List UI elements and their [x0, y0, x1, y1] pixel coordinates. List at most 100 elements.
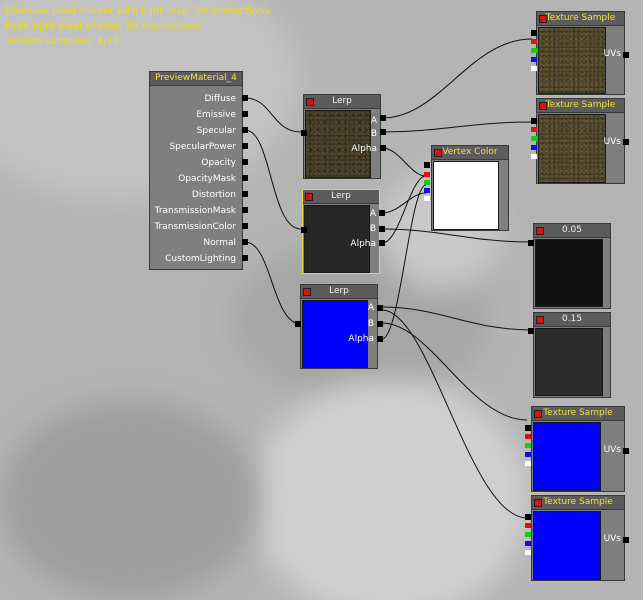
pin-label-alpha: Alpha	[350, 239, 376, 249]
texture-output-pin[interactable]	[525, 550, 531, 555]
vertex-color-preview	[433, 161, 499, 230]
vertex-color-output-pin[interactable]	[424, 188, 430, 193]
texture-output-pin[interactable]	[525, 532, 531, 537]
material-input-pin[interactable]	[242, 111, 248, 117]
texture-output-pin[interactable]	[525, 434, 531, 439]
material-input-label: SpecularPower	[169, 142, 236, 152]
material-input-pin[interactable]	[242, 127, 248, 133]
lerp-input-pin[interactable]	[377, 321, 383, 327]
material-input-label: OpacityMask	[178, 174, 236, 184]
material-input-pin[interactable]	[242, 255, 248, 261]
texture-output-pin[interactable]	[525, 452, 531, 457]
lerp-input-pin[interactable]	[380, 145, 386, 151]
uvs-input-pin[interactable]	[623, 139, 629, 145]
uvs-input-pin[interactable]	[623, 537, 629, 543]
texture-output-pin[interactable]	[525, 425, 531, 431]
wire-tex4-lerp3	[381, 309, 528, 519]
texture-output-pin[interactable]	[525, 541, 531, 546]
texture-sample-title: Texture Sample	[532, 407, 624, 421]
texture-output-pin[interactable]	[531, 39, 537, 44]
uvs-pin-label: UVs	[603, 534, 621, 544]
preview-toggle-icon[interactable]	[536, 316, 544, 324]
lerp-input-pin[interactable]	[380, 115, 386, 121]
texture-sample-node-1[interactable]: Texture Sample UVs	[536, 11, 625, 95]
lerp-input-pin[interactable]	[377, 305, 383, 311]
lerp-input-pin[interactable]	[380, 129, 386, 135]
material-input-pin[interactable]	[242, 175, 248, 181]
material-input-label: Diffuse	[204, 94, 236, 104]
uvs-pin-label: UVs	[603, 445, 621, 455]
preview-toggle-icon[interactable]	[539, 15, 547, 23]
texture-output-pin[interactable]	[531, 145, 537, 150]
material-input-pin[interactable]	[242, 223, 248, 229]
texture-output-pin[interactable]	[531, 57, 537, 62]
texture-sample-node-2[interactable]: Texture Sample UVs	[536, 98, 625, 184]
preview-toggle-icon[interactable]	[305, 193, 313, 201]
material-input-pin[interactable]	[242, 191, 248, 197]
constant-output-pin[interactable]	[528, 240, 534, 246]
vertex-color-output-pin[interactable]	[424, 172, 430, 177]
lerp-output-pin[interactable]	[295, 321, 301, 327]
material-input-label: TransmissionMask	[154, 206, 236, 216]
material-input-pin[interactable]	[242, 95, 248, 101]
material-input-pin[interactable]	[242, 239, 248, 245]
texture-output-pin[interactable]	[525, 461, 531, 466]
texture-sample-title: Texture Sample	[532, 496, 624, 510]
preview-toggle-icon[interactable]	[534, 499, 542, 507]
lerp-input-pin[interactable]	[377, 336, 383, 342]
preview-toggle-icon[interactable]	[536, 227, 544, 235]
lerp-node-title: Lerp	[303, 190, 379, 204]
lerp-input-pin[interactable]	[379, 210, 385, 216]
vertex-color-output-pin[interactable]	[424, 196, 430, 201]
material-input-pin[interactable]	[242, 159, 248, 165]
preview-toggle-icon[interactable]	[539, 102, 547, 110]
vertex-color-output-pin[interactable]	[424, 162, 430, 168]
lerp-output-pin[interactable]	[301, 227, 307, 233]
texture-output-pin[interactable]	[525, 523, 531, 528]
pin-label-a: A	[370, 116, 377, 126]
pin-label-alpha: Alpha	[348, 334, 374, 344]
texture-sample-node-3[interactable]: Texture Sample UVs	[531, 406, 625, 492]
lerp-input-pin[interactable]	[379, 226, 385, 232]
vertex-color-node[interactable]: Vertex Color	[431, 145, 509, 231]
texture-output-pin[interactable]	[531, 30, 537, 36]
lerp-output-pin[interactable]	[301, 130, 307, 136]
material-input-label: Opacity	[201, 158, 236, 168]
lerp-preview	[305, 110, 371, 178]
background-shading	[250, 380, 530, 600]
material-input-label: TransmissionColor	[154, 222, 236, 232]
texture-output-pin[interactable]	[531, 48, 537, 53]
texture-preview	[538, 27, 606, 94]
texture-output-pin[interactable]	[531, 127, 537, 132]
texture-preview	[538, 114, 606, 183]
texture-output-pin[interactable]	[531, 136, 537, 141]
lerp-node-2[interactable]: Lerp A B Alpha	[302, 189, 380, 274]
texture-output-pin[interactable]	[525, 443, 531, 448]
preview-toggle-icon[interactable]	[434, 149, 442, 157]
constant-node-005[interactable]: 0.05	[533, 223, 611, 309]
constant-output-pin[interactable]	[528, 328, 534, 334]
texture-sample-node-4[interactable]: Texture Sample UVs	[531, 495, 625, 581]
material-input-pin[interactable]	[242, 207, 248, 213]
texture-output-pin[interactable]	[531, 66, 537, 71]
texture-output-pin[interactable]	[531, 118, 537, 124]
lerp-preview	[304, 205, 370, 273]
uvs-input-pin[interactable]	[623, 52, 629, 58]
constant-preview	[535, 328, 603, 396]
uvs-input-pin[interactable]	[623, 448, 629, 454]
vertex-color-output-pin[interactable]	[424, 180, 430, 185]
preview-toggle-icon[interactable]	[534, 410, 542, 418]
lerp-node-3[interactable]: Lerp A B Alpha	[300, 284, 378, 369]
preview-toggle-icon[interactable]	[303, 288, 311, 296]
texture-output-pin[interactable]	[531, 154, 537, 159]
material-input-label: Distortion	[191, 190, 236, 200]
lerp-node-1[interactable]: Lerp A B Alpha	[303, 94, 381, 179]
constant-preview	[535, 239, 603, 307]
texture-output-pin[interactable]	[525, 514, 531, 520]
constant-node-015[interactable]: 0.15	[533, 312, 611, 398]
preview-toggle-icon[interactable]	[306, 98, 314, 106]
lerp-input-pin[interactable]	[379, 240, 385, 246]
material-input-pin[interactable]	[242, 143, 248, 149]
